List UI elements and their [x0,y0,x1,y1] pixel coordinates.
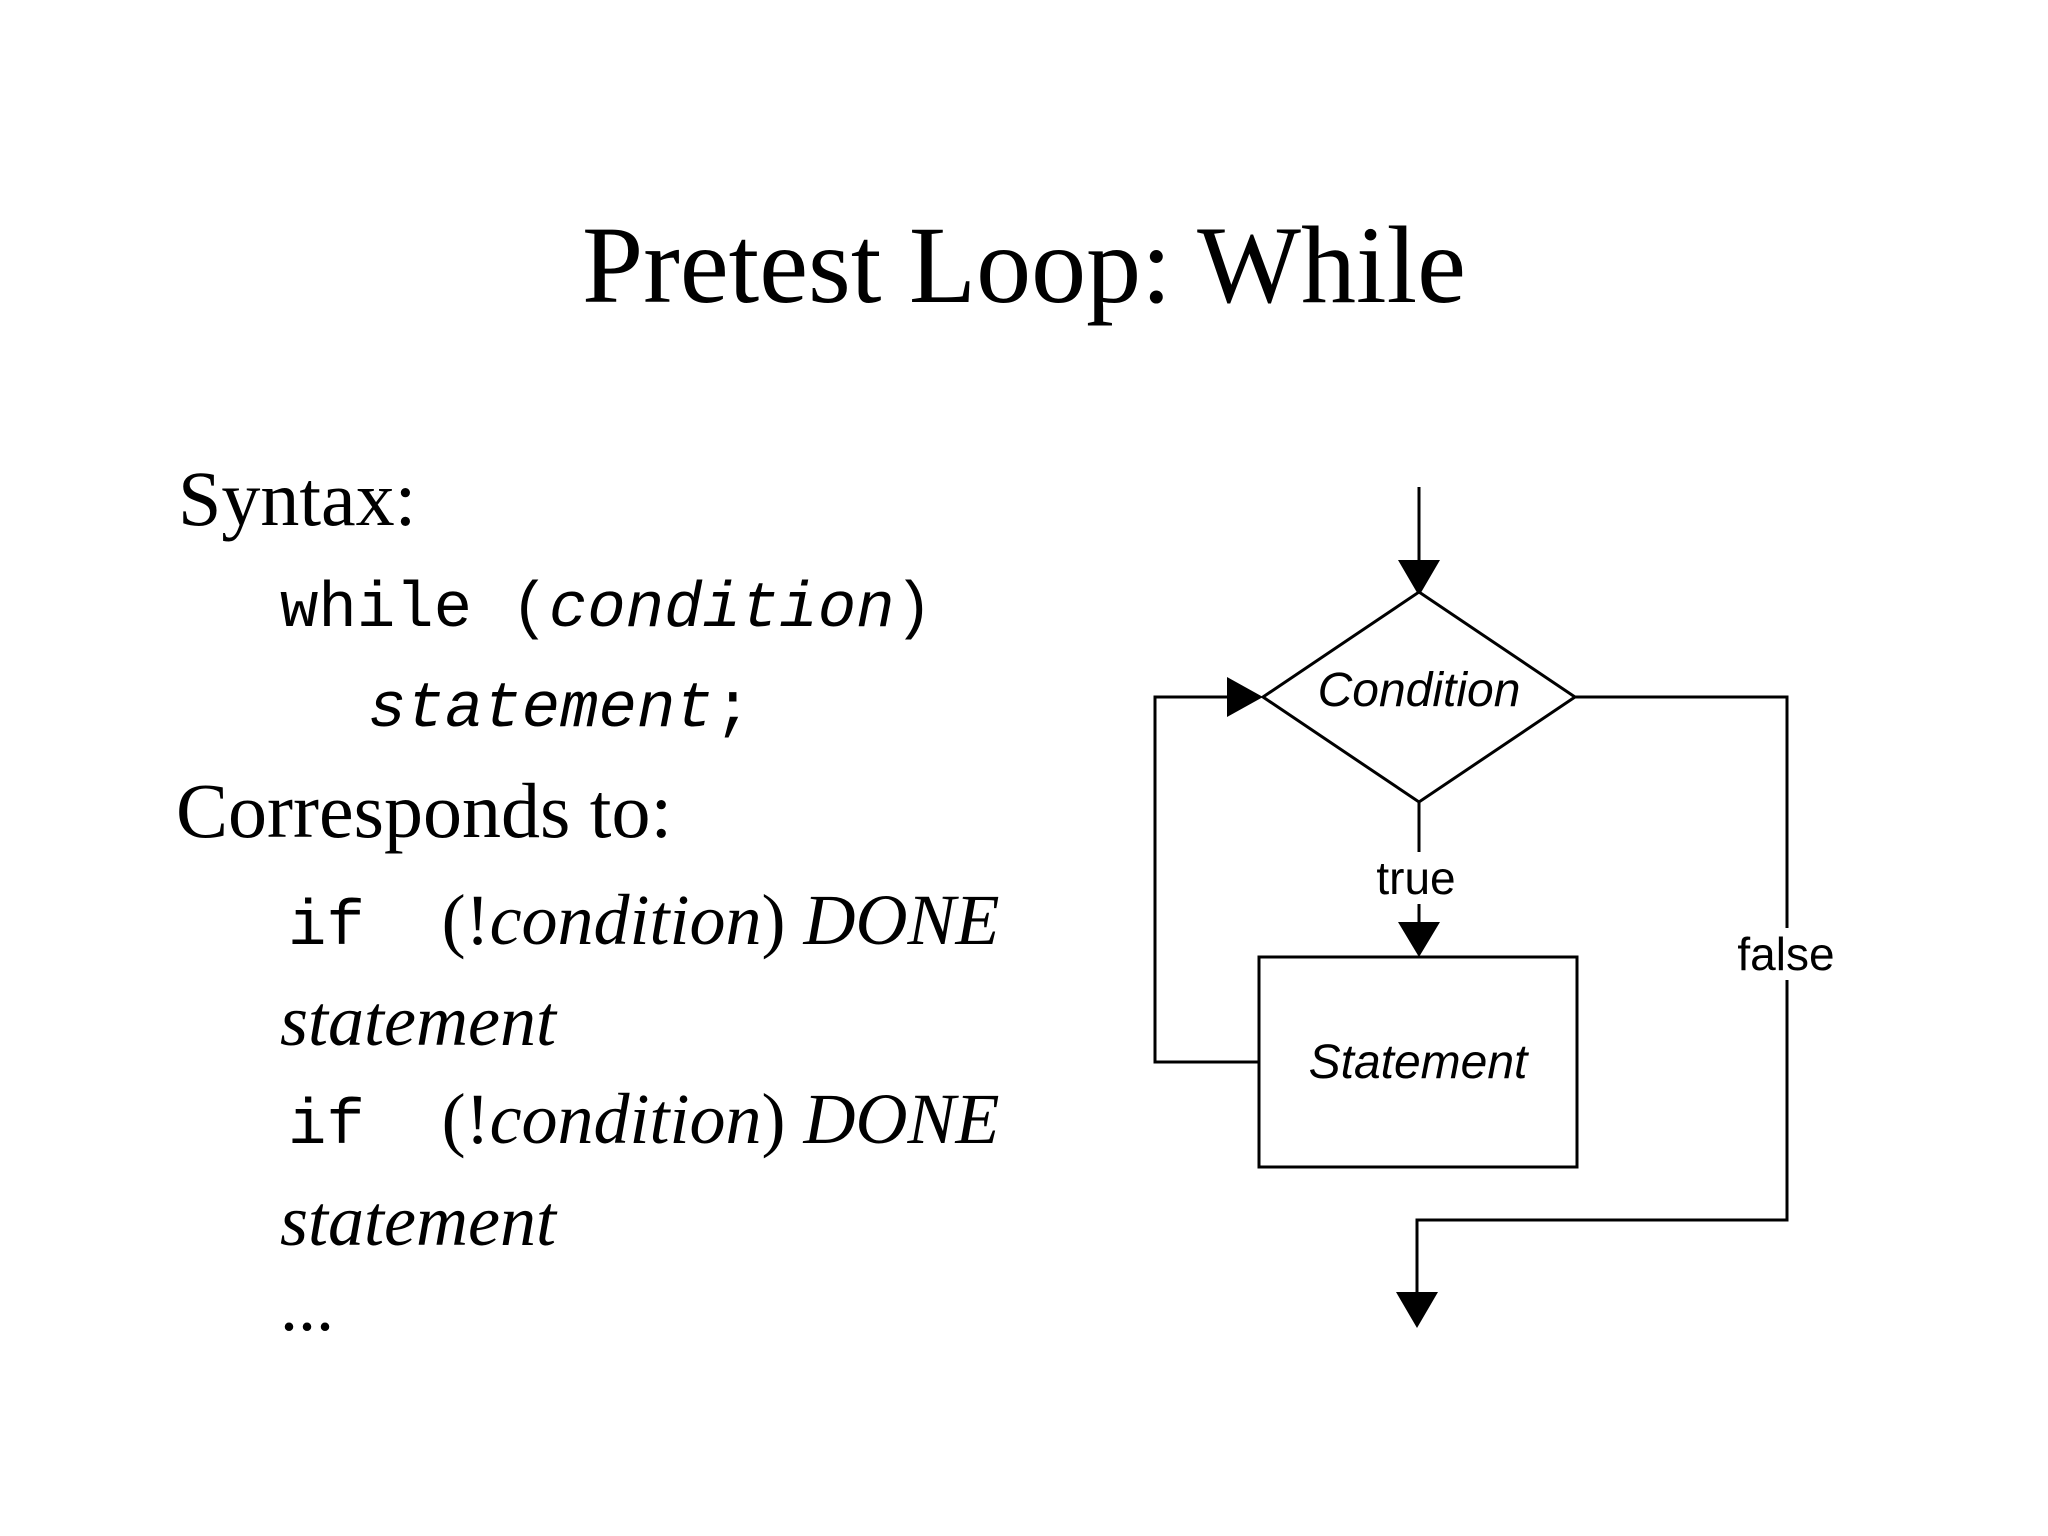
statement-line-2: statement [280,1181,556,1261]
bang-open-paren: (! [441,1079,490,1159]
ellipsis: ... [280,1266,334,1346]
exit-arrowhead-icon [1396,1292,1438,1328]
code-line-while: while (condition) [280,578,933,642]
if-keyword: if [288,892,442,964]
statement-node-label: Statement [1309,1036,1529,1089]
if-keyword: if [288,1091,442,1163]
statement-var: statement [368,674,714,746]
close-paren: ) [761,880,804,960]
entry-arrowhead-icon [1398,560,1440,596]
while-keyword: while ( [280,574,549,646]
syntax-header: Syntax: [178,455,417,542]
corresponds-header: Corresponds to: [176,767,673,854]
false-branch-path [1415,695,1789,1294]
false-label-mask [1714,928,1858,980]
page-title: Pretest Loop: While [582,204,1466,326]
true-label-mask [1352,852,1484,904]
close-paren: ) [761,1079,804,1159]
bang-open-paren: (! [441,880,490,960]
statement-line-1: statement [280,981,556,1061]
false-label: false [1737,928,1834,980]
condition-var: condition [489,880,762,960]
if-line-1: if (!condition) DONE [288,884,1000,960]
close-paren: ) [894,574,933,646]
loopback-arrowhead-icon [1227,677,1263,717]
done-label: DONE [803,1079,1000,1159]
condition-diamond [1260,590,1578,804]
code-line-statement: statement; [368,678,752,742]
true-label: true [1376,852,1455,904]
done-label: DONE [803,880,1000,960]
semicolon: ; [713,674,753,746]
true-arrowhead-icon [1398,922,1440,957]
condition-node-label: Condition [1318,664,1521,717]
condition-var: condition [489,1079,762,1159]
statement-box [1257,955,1579,1169]
condition-var: condition [548,574,895,646]
if-line-2: if (!condition) DONE [288,1083,1000,1159]
loopback-path [1153,695,1259,1064]
